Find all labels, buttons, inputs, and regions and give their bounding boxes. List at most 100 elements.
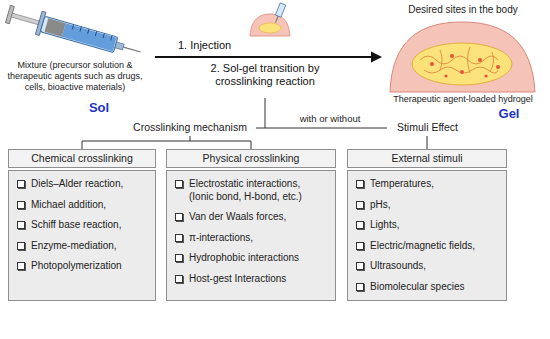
- polymer-network: [420, 47, 498, 73]
- category-label: Crosslinking mechanism: [131, 121, 249, 133]
- list-item: Schiff base reaction,: [17, 219, 147, 232]
- list-item-text: Michael addition,: [31, 199, 147, 212]
- mechanism-box: Chemical crosslinkingDiels–Alder reactio…: [8, 149, 156, 301]
- list-item-text: π-interactions,: [189, 232, 327, 245]
- tree-line: [251, 141, 252, 149]
- tree-line: [265, 98, 266, 128]
- list-item: Photopolymerization: [17, 260, 147, 273]
- state-label: Sol: [84, 100, 114, 116]
- list-item-text: Photopolymerization: [31, 260, 147, 273]
- category-label: Stimuli Effect: [395, 121, 460, 133]
- list-item: Temperatures,: [356, 178, 498, 191]
- state-label: Gel: [494, 106, 524, 122]
- icon-tissue: [250, 14, 290, 36]
- list-item: Host-gest Interactions: [175, 273, 327, 286]
- list-item: Diels–Alder reaction,: [17, 178, 147, 191]
- agent-dot: [444, 74, 447, 77]
- category-label-holder: Crosslinking mechanism: [128, 121, 252, 134]
- agent-dot: [484, 74, 487, 77]
- step-label: 2. Sol-gel transition by crosslinking re…: [192, 62, 338, 88]
- tissue-dome: [390, 22, 535, 92]
- graduation-marks: [72, 25, 112, 41]
- list-item-text: Van der Waals forces,: [189, 211, 327, 224]
- tree-line: [190, 136, 191, 141]
- list-item-text: Host-gest Interactions: [189, 273, 327, 286]
- list-item: pHs,: [356, 199, 498, 212]
- syringe-illustration: [5, 2, 144, 63]
- list-item-text: Electric/magnetic fields,: [370, 240, 498, 253]
- list-item: Electrostatic interactions, (Ionic bond,…: [175, 178, 327, 203]
- tree-line: [427, 136, 428, 149]
- list-item: Electric/magnetic fields,: [356, 240, 498, 253]
- list-item: Enzyme-mediation,: [17, 240, 147, 253]
- list-item-text: Electrostatic interactions, (Ionic bond,…: [189, 178, 327, 203]
- checkbox-symbol: [356, 242, 364, 250]
- checkbox-symbol: [175, 234, 183, 242]
- icon-syringe: [273, 3, 286, 24]
- checkbox-symbol: [356, 180, 364, 188]
- box-heading: External stimuli: [347, 149, 507, 168]
- hydrogel-label: Therapeutic agent-loaded hydrogel: [380, 94, 546, 105]
- needle-hub: [115, 42, 124, 50]
- checkbox-symbol: [356, 283, 364, 291]
- agent-dot: [478, 58, 482, 62]
- category-label-holder: Stimuli Effect: [390, 121, 465, 134]
- item-list: Temperatures, pHs, Lights, Electric/magneti…: [347, 170, 507, 301]
- process-arrow-shaft: [155, 56, 372, 58]
- box-heading: Chemical crosslinking: [8, 149, 156, 168]
- icon-needle: [276, 16, 279, 22]
- plunger-stopper: [45, 18, 66, 36]
- list-item-text: Temperatures,: [370, 178, 498, 191]
- checkbox-symbol: [175, 275, 183, 283]
- list-item-text: Hydrophobic interactions: [189, 252, 327, 265]
- tree-line: [82, 141, 251, 142]
- checkbox-symbol: [356, 201, 364, 209]
- checkbox-symbol: [356, 221, 364, 229]
- agent-dot: [430, 62, 434, 66]
- needle: [123, 47, 140, 52]
- injection-icon: [250, 3, 290, 36]
- mixture-note: Mixture (precursor solution & therapeuti…: [4, 60, 146, 92]
- list-item: Hydrophobic interactions: [175, 252, 327, 265]
- checkbox-symbol: [175, 213, 183, 221]
- list-item-text: Lights,: [370, 219, 498, 232]
- checkbox-symbol: [175, 180, 183, 188]
- syringe-barrel: [40, 16, 117, 52]
- relation-label: with or without: [298, 113, 363, 124]
- agent-dot: [460, 70, 464, 74]
- process-arrow-head: [371, 52, 382, 63]
- checkbox-symbol: [17, 180, 25, 188]
- agent-dot: [450, 54, 454, 58]
- step-label: 1. Injection: [178, 39, 244, 52]
- box-heading: Physical crosslinking: [166, 149, 336, 168]
- list-item: Lights,: [356, 219, 498, 232]
- checkbox-symbol: [356, 262, 364, 270]
- tree-line: [256, 128, 387, 129]
- icon-hydrogel: [259, 23, 281, 33]
- list-item: π-interactions,: [175, 232, 327, 245]
- checkbox-symbol: [175, 254, 183, 262]
- mechanism-box: Physical crosslinkingElectrostatic inter…: [166, 149, 336, 301]
- list-item-text: Schiff base reaction,: [31, 219, 147, 232]
- item-list: Electrostatic interactions, (Ionic bond,…: [166, 170, 336, 301]
- plunger-rod: [11, 13, 39, 25]
- tree-lines: [82, 98, 427, 149]
- agent-dot: [496, 65, 500, 69]
- checkbox-symbol: [17, 201, 25, 209]
- list-item: Biomolecular species: [356, 281, 498, 294]
- tree-line: [82, 141, 83, 149]
- site-label: Desired sites in the body: [386, 4, 540, 16]
- checkbox-symbol: [17, 242, 25, 250]
- list-item-text: pHs,: [370, 199, 498, 212]
- hydrogel-region: [412, 43, 512, 85]
- list-item-text: Biomolecular species: [370, 281, 498, 294]
- stimuli-box: External stimuliTemperatures, pHs, Lights,…: [347, 149, 507, 301]
- list-item: Van der Waals forces,: [175, 211, 327, 224]
- item-list: Diels–Alder reaction, Michael addition, Sc…: [8, 170, 156, 301]
- list-item: Ultrasounds,: [356, 260, 498, 273]
- icon-barrel: [275, 3, 285, 17]
- checkbox-symbol: [17, 262, 25, 270]
- tissue-illustration: [390, 22, 535, 92]
- list-item-text: Diels–Alder reaction,: [31, 178, 147, 191]
